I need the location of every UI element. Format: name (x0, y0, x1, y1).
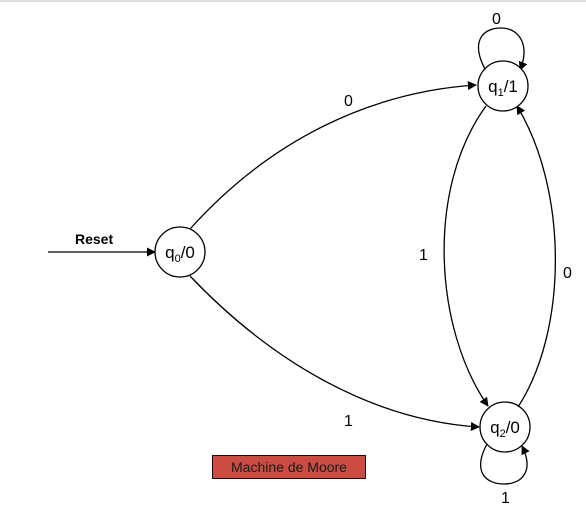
transition-q1-q1 (477, 27, 528, 72)
state-q1-circle (477, 60, 529, 112)
state-q1: q1/1 (477, 60, 529, 112)
transition-q2-q1-label: 0 (563, 265, 572, 282)
transition-q0-q1-label: 0 (344, 93, 353, 110)
transition-q2-q2-label: 1 (501, 490, 510, 507)
state-q0-label: q0/0 (165, 243, 195, 265)
state-q0: q0/0 (154, 226, 206, 278)
reset-label: Reset (75, 231, 113, 247)
transition-q2-q2 (480, 443, 530, 485)
transition-q0-q2-label: 1 (344, 413, 353, 430)
state-q0-circle (154, 226, 206, 278)
transition-q2-q1 (516, 105, 556, 408)
top-divider (0, 0, 586, 2)
state-q2: q2/0 (479, 401, 531, 453)
transition-q0-q2 (189, 275, 480, 431)
transition-q1-q1-label: 0 (492, 11, 501, 28)
state-q2-circle (479, 401, 531, 453)
transition-q0-q1 (189, 81, 477, 230)
transition-q1-q2-label: 1 (419, 247, 428, 264)
state-q2-label: q2/0 (490, 418, 520, 440)
transition-q1-q2 (443, 105, 489, 407)
state-q1-label: q1/1 (488, 77, 518, 99)
diagram-caption: Machine de Moore (212, 455, 366, 479)
